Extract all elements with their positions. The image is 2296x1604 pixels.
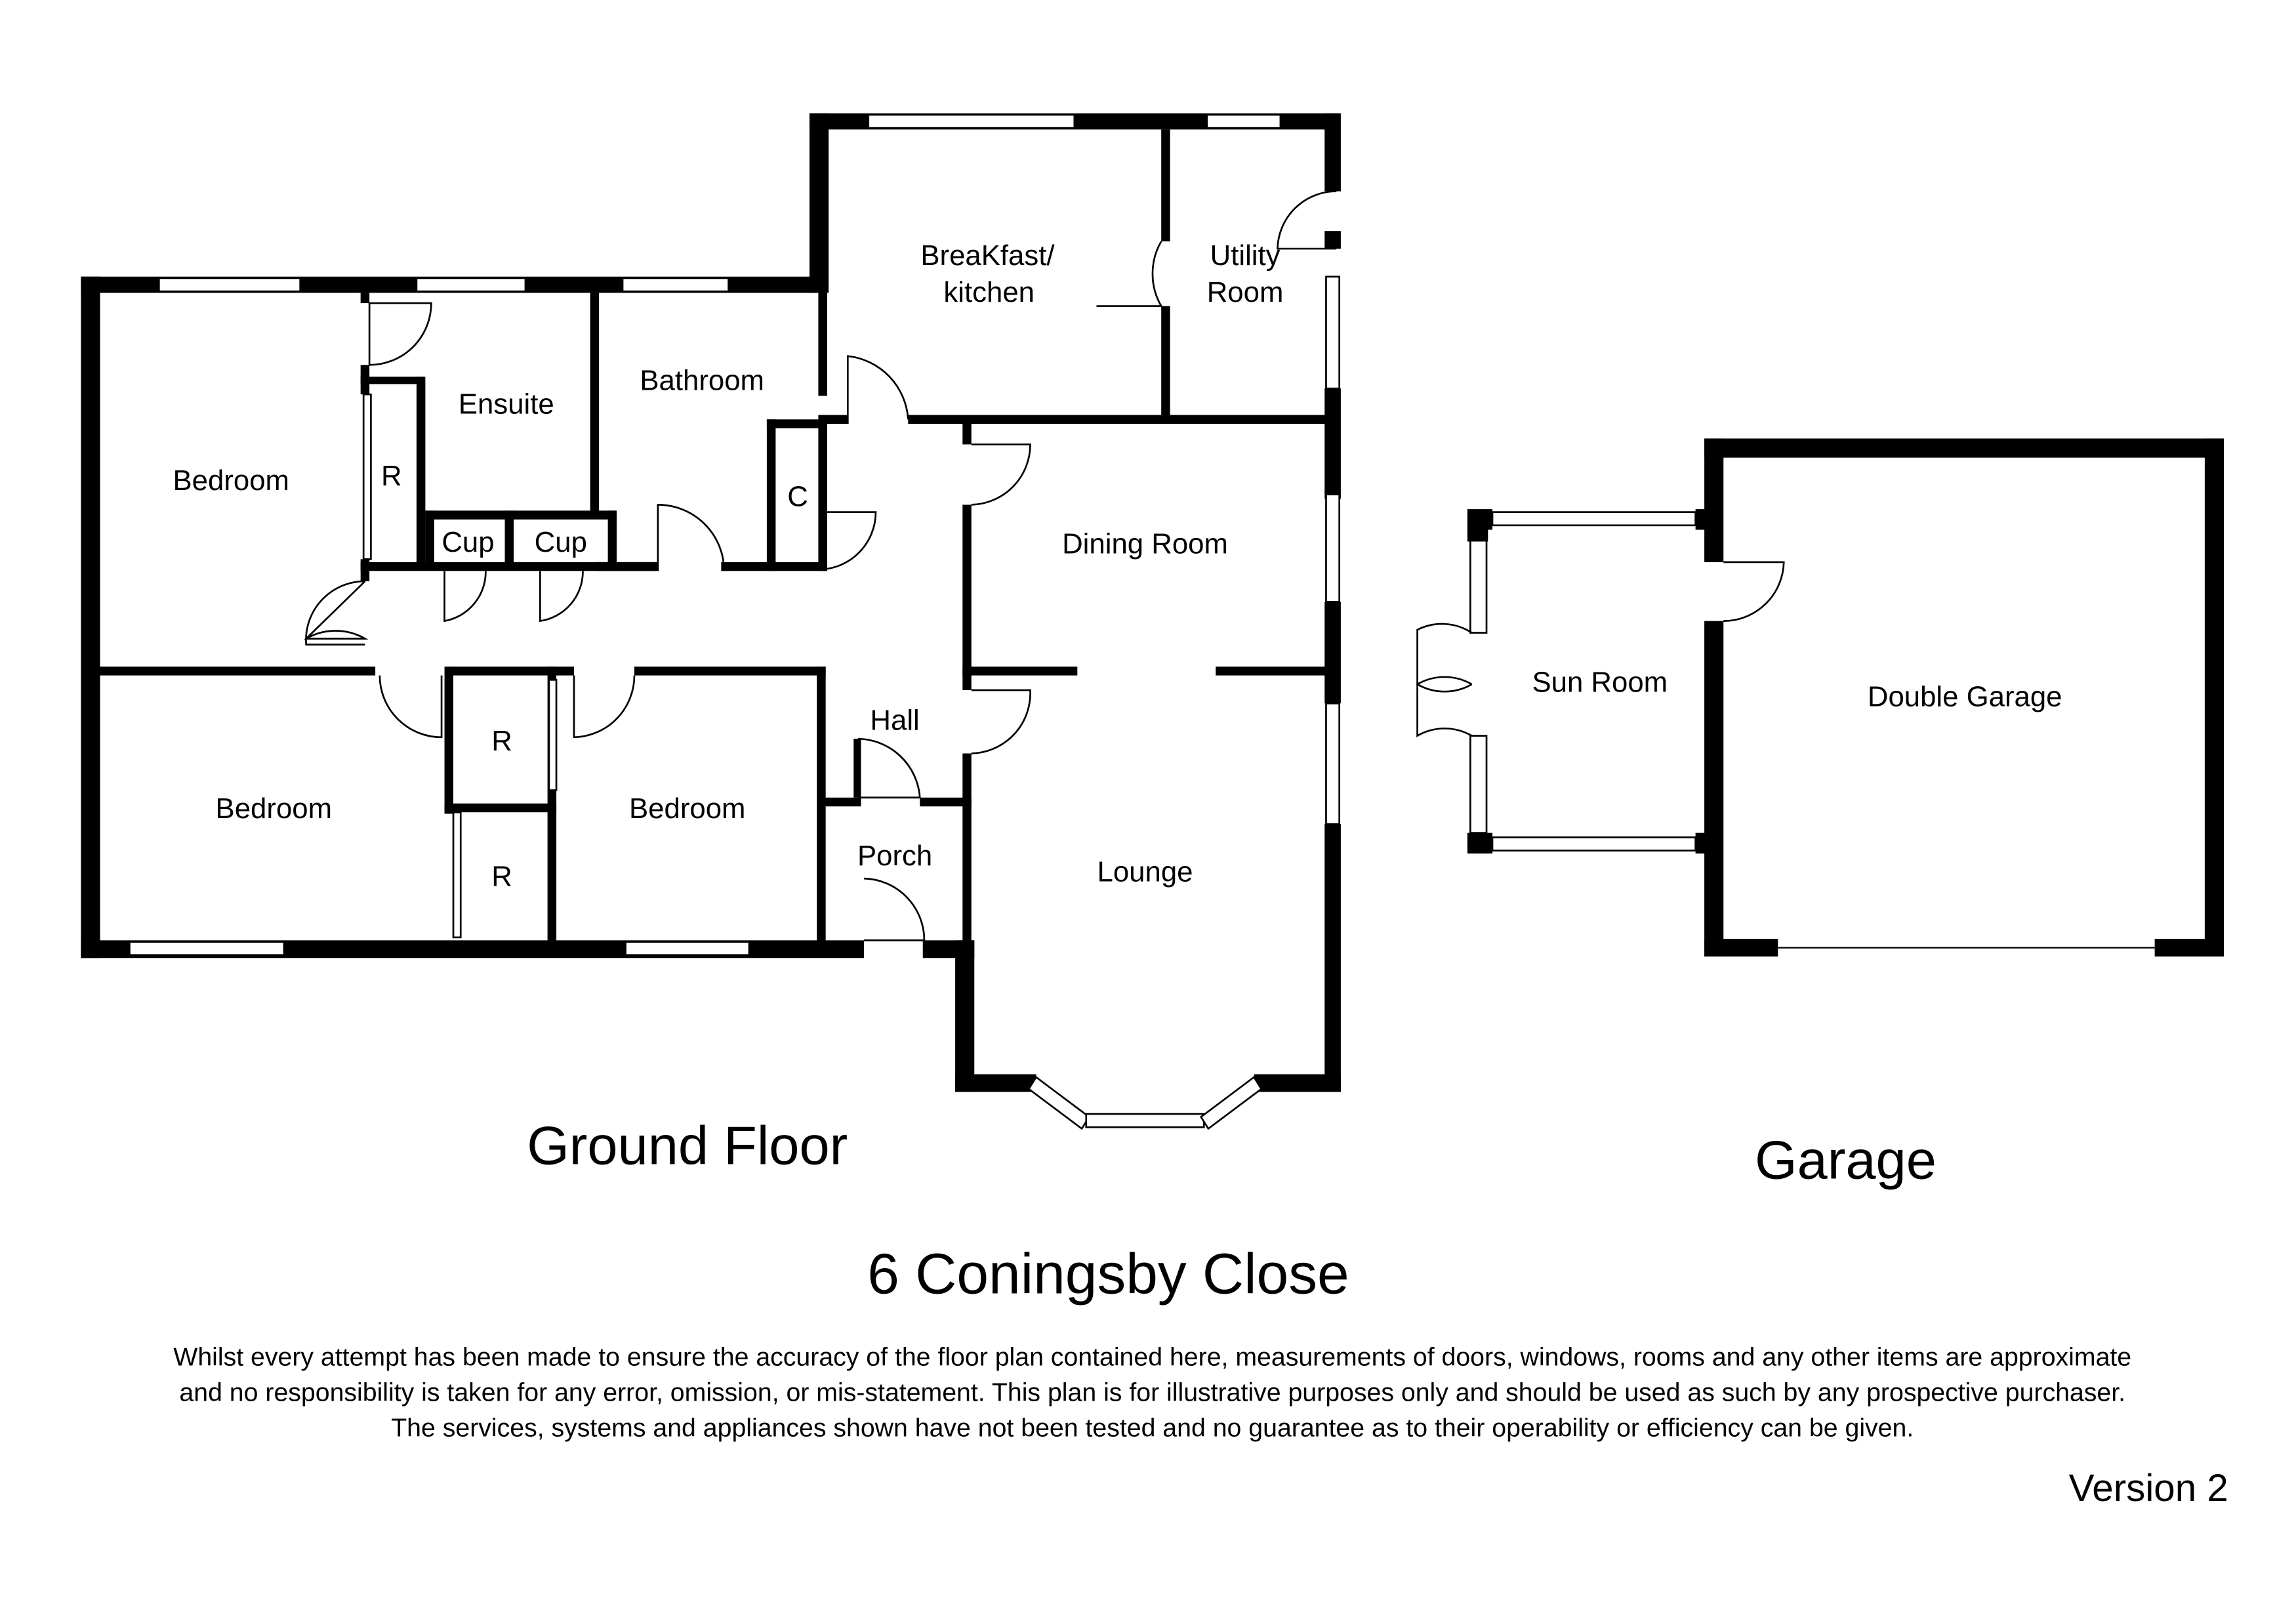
label-cupboard-c: C: [787, 481, 808, 513]
floor-labels: Ground Floor Garage: [527, 1115, 1937, 1190]
label-wardrobe-3: R: [491, 860, 512, 892]
ground-floor-doors: [304, 190, 1337, 941]
disclaimer-line-1: Whilst every attempt has been made to en…: [173, 1343, 2131, 1372]
label-porch: Porch: [857, 840, 932, 872]
label-cupboard-2: Cup: [535, 526, 587, 558]
label-lounge: Lounge: [1097, 856, 1193, 888]
label-bedroom-1: Bedroom: [173, 464, 289, 497]
label-cupboard-1: Cup: [441, 526, 494, 558]
ground-floor-windows: [129, 113, 1341, 1130]
version-label: Version 2: [2069, 1467, 2228, 1510]
disclaimer-line-3: The services, systems and appliances sho…: [391, 1413, 1914, 1442]
garage-label: Garage: [1755, 1130, 1937, 1191]
label-wardrobe-2: R: [491, 725, 512, 757]
label-bedroom-3: Bedroom: [629, 792, 745, 825]
label-kitchen-line1: BreaKfast/: [920, 239, 1055, 272]
label-bedroom-2: Bedroom: [216, 792, 332, 825]
label-utility-line2: Room: [1207, 276, 1284, 308]
label-ensuite: Ensuite: [459, 388, 554, 420]
label-double-garage: Double Garage: [1868, 681, 2062, 713]
ground-floor-label: Ground Floor: [527, 1115, 848, 1176]
label-dining-room: Dining Room: [1062, 527, 1228, 560]
label-utility-line1: Utility: [1210, 239, 1281, 272]
label-kitchen-line2: kitchen: [943, 276, 1035, 308]
garage-walls: [1416, 438, 2224, 957]
label-sun-room: Sun Room: [1532, 666, 1668, 698]
address-title: 6 Coningsby Close: [867, 1242, 1349, 1306]
room-labels: Bedroom Ensuite Bathroom R Cup Cup C Bre…: [173, 239, 2062, 893]
disclaimer: Whilst every attempt has been made to en…: [173, 1343, 2131, 1443]
label-hall: Hall: [870, 705, 919, 737]
disclaimer-line-2: and no responsibility is taken for any e…: [179, 1378, 2125, 1407]
label-bathroom: Bathroom: [640, 364, 764, 396]
label-wardrobe-1: R: [381, 460, 402, 492]
